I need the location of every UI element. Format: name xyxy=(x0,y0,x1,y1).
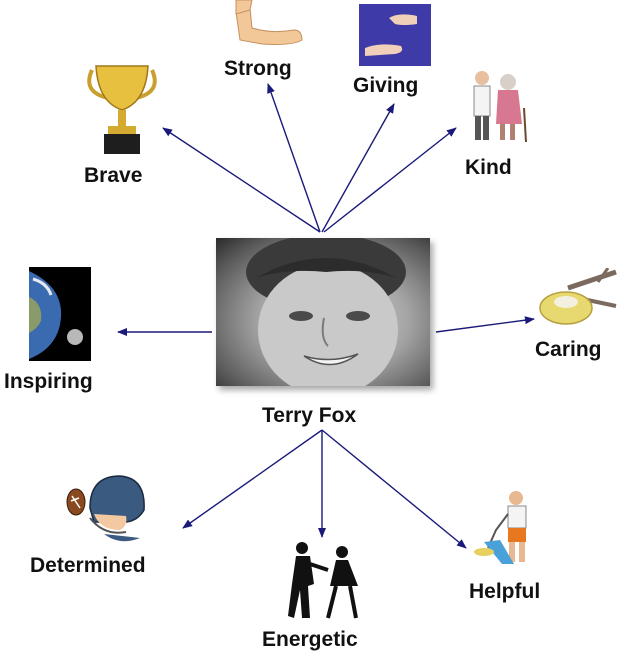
arrow-to-brave xyxy=(162,127,321,233)
trait-brave-label: Brave xyxy=(84,164,143,187)
trait-determined-label: Determined xyxy=(30,554,146,577)
portrait-face-icon xyxy=(246,238,406,386)
trait-caring-label: Caring xyxy=(535,338,602,361)
arrow-to-strong xyxy=(267,83,321,233)
terry-fox-photo xyxy=(216,238,430,386)
trait-helpful-label: Helpful xyxy=(469,580,541,603)
center-label: Terry Fox xyxy=(262,404,357,427)
trait-kind-label: Kind xyxy=(465,156,512,179)
vacuuming-boy-icon xyxy=(474,491,527,564)
earth-moon-icon xyxy=(29,267,91,361)
trait-strong-label: Strong xyxy=(224,57,292,80)
football-player-icon xyxy=(66,475,145,542)
arrow-to-kind xyxy=(323,127,457,233)
flexed-arm-icon xyxy=(235,0,303,45)
arrow-to-helpful xyxy=(321,429,467,549)
helping-elderly-icon xyxy=(473,71,527,143)
giving-hands-icon xyxy=(359,4,431,66)
arrow-to-determined xyxy=(182,429,323,529)
trait-energetic-label: Energetic xyxy=(262,628,358,651)
dancing-couple-icon xyxy=(288,542,358,619)
bird-nest-icon xyxy=(539,268,617,325)
trait-giving-label: Giving xyxy=(353,74,419,97)
trophy-icon xyxy=(87,65,157,154)
trait-inspiring-label: Inspiring xyxy=(4,370,93,393)
arrow-to-giving xyxy=(321,103,395,233)
arrow-to-caring xyxy=(435,316,535,333)
